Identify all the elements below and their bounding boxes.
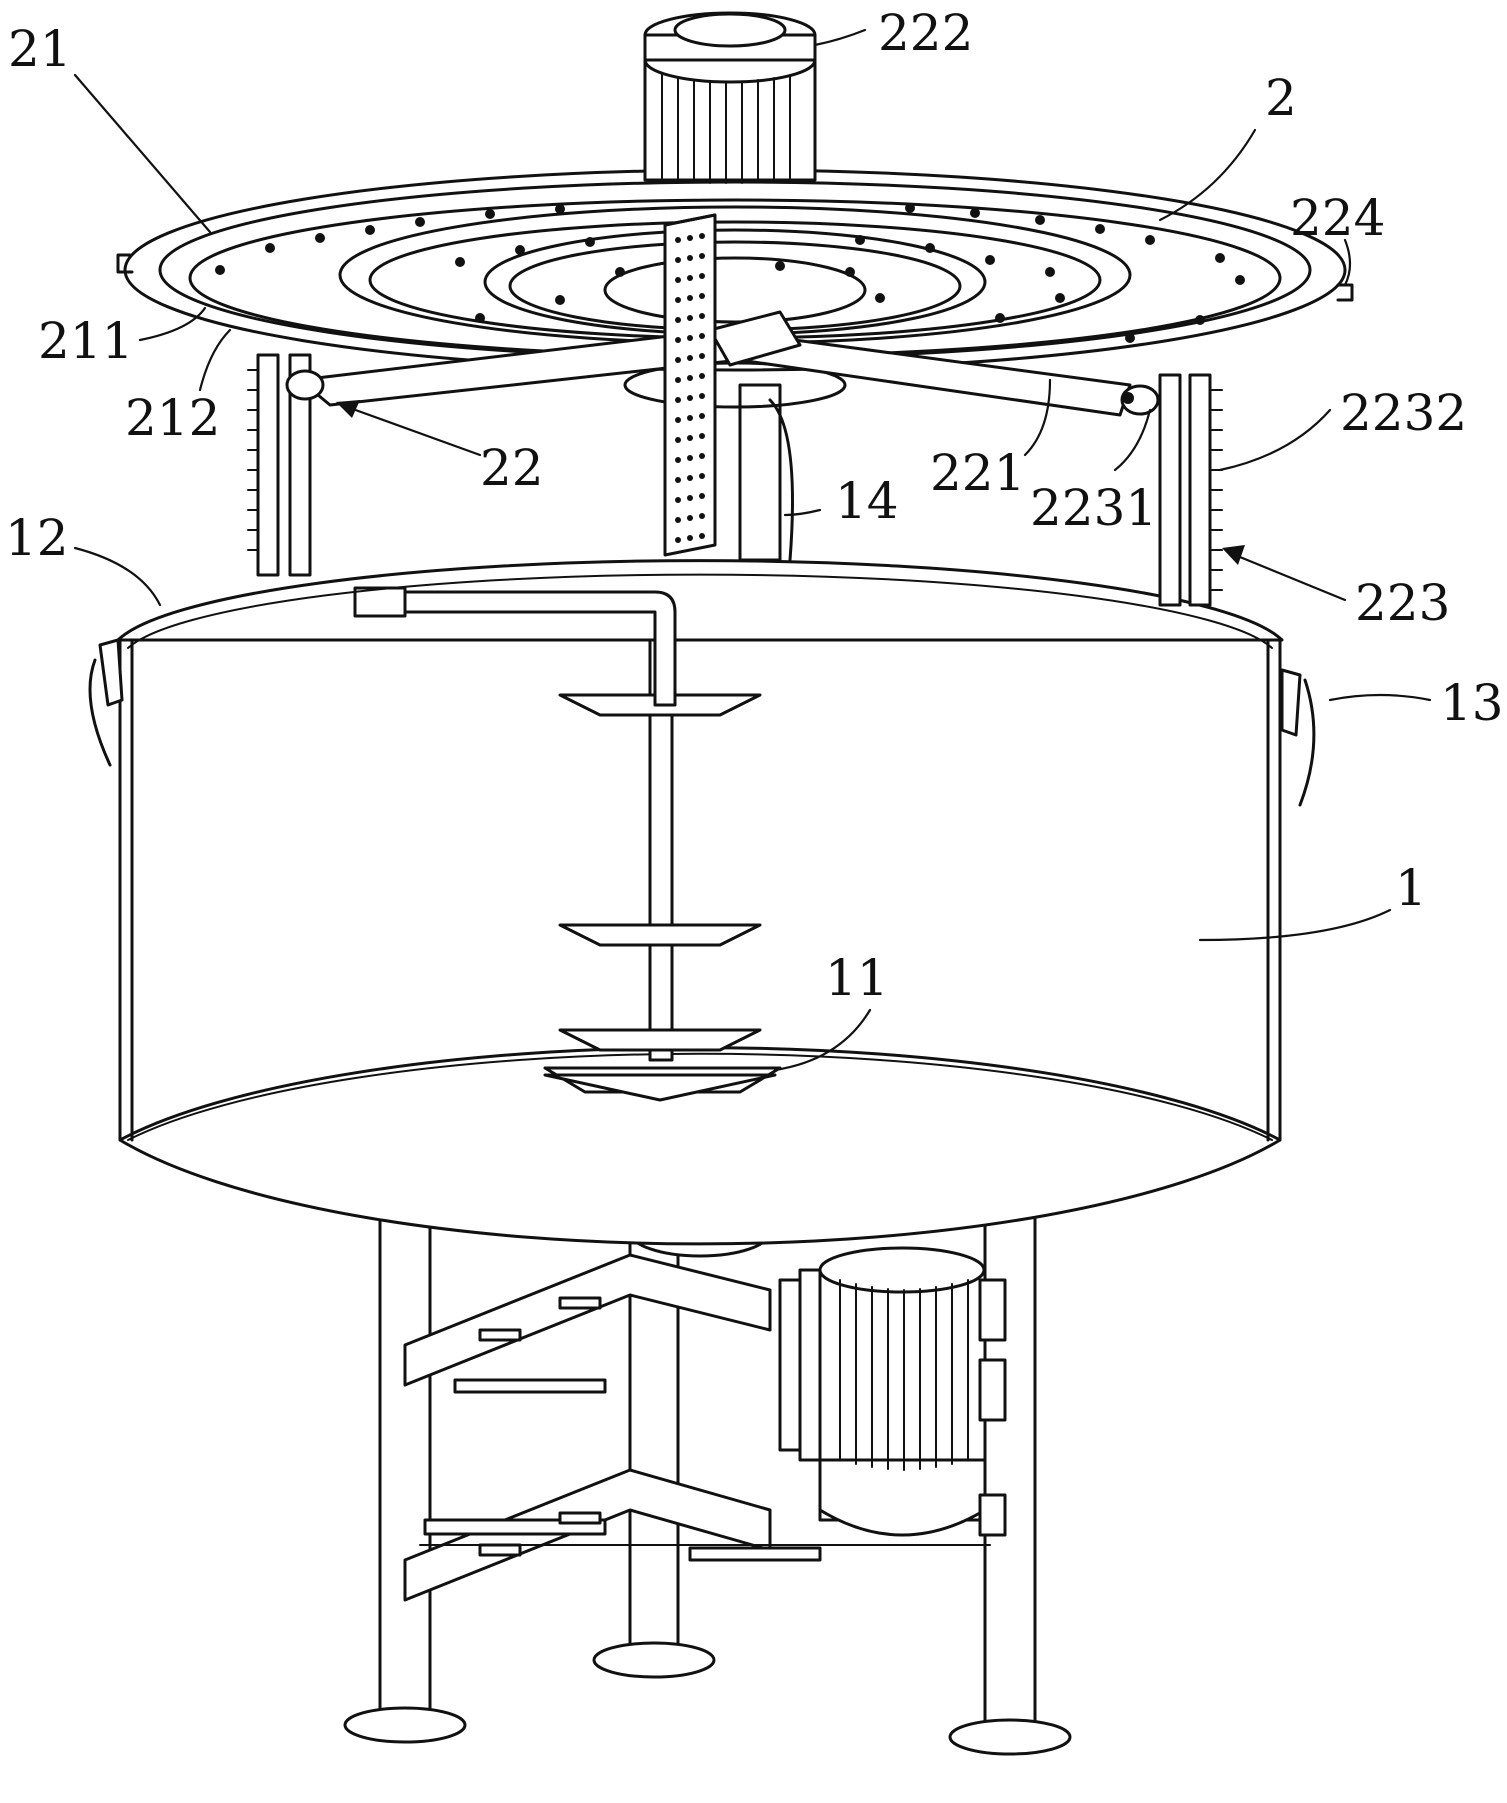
leader-12 <box>73 546 162 607</box>
guide-posts <box>247 353 1223 607</box>
arrow-22 <box>336 400 360 418</box>
leader-22 <box>348 406 482 457</box>
callout-22: 22 <box>480 439 544 497</box>
callout-13: 13 <box>1440 674 1504 732</box>
side-handles <box>88 638 1316 807</box>
leader-212 <box>198 328 232 392</box>
callout-211: 211 <box>38 312 133 370</box>
callout-21: 21 <box>8 20 72 78</box>
stirring-shaft <box>543 638 782 1102</box>
rack-teeth-left <box>247 369 259 551</box>
callout-2231: 2231 <box>1030 479 1157 537</box>
callout-223: 223 <box>1355 574 1450 632</box>
top-motor <box>643 11 817 184</box>
leader-13 <box>1328 693 1432 702</box>
callout-2: 2 <box>1265 69 1297 127</box>
top-motor-fins <box>661 74 791 184</box>
center-column <box>738 383 794 562</box>
leader-14 <box>783 508 822 517</box>
leg-front-left <box>343 1183 467 1744</box>
upper-plate <box>116 168 1354 409</box>
callout-1: 1 <box>1395 859 1427 917</box>
feed-pipe <box>353 586 677 707</box>
leader-2232 <box>1218 408 1332 472</box>
callouts: 222 21 2 224 211 212 22 2232 221 2231 14… <box>5 4 1504 1007</box>
leader-222 <box>813 28 867 47</box>
leader-211 <box>138 306 207 342</box>
callout-221: 221 <box>930 444 1025 502</box>
callout-12: 12 <box>5 509 69 567</box>
drive-motor <box>778 1246 1007 1537</box>
leader-21 <box>73 73 212 234</box>
callout-14: 14 <box>835 472 899 530</box>
lower-frame <box>403 1253 991 1602</box>
leader-224 <box>1343 238 1352 287</box>
perforations <box>675 233 705 543</box>
rotating-arm <box>285 310 1160 417</box>
leader-221 <box>1023 378 1052 457</box>
callout-11: 11 <box>825 949 889 1007</box>
rack-teeth-right <box>1209 389 1223 591</box>
nozzle-dots <box>215 203 1245 343</box>
callout-2232: 2232 <box>1340 384 1467 442</box>
motor-fins <box>839 1279 969 1471</box>
lid-rim <box>116 559 1284 649</box>
leader-1 <box>1198 908 1392 942</box>
leader-223 <box>1233 553 1347 602</box>
perforated-spray-bar <box>663 213 717 557</box>
arrow-223 <box>1222 545 1245 565</box>
callout-224: 224 <box>1290 189 1385 247</box>
callout-212: 212 <box>125 389 220 447</box>
leader-11 <box>773 1008 872 1072</box>
leader-2231 <box>1113 408 1152 472</box>
leader-2 <box>1158 128 1257 222</box>
callout-222: 222 <box>878 4 973 62</box>
leader-lines <box>73 28 1432 1072</box>
